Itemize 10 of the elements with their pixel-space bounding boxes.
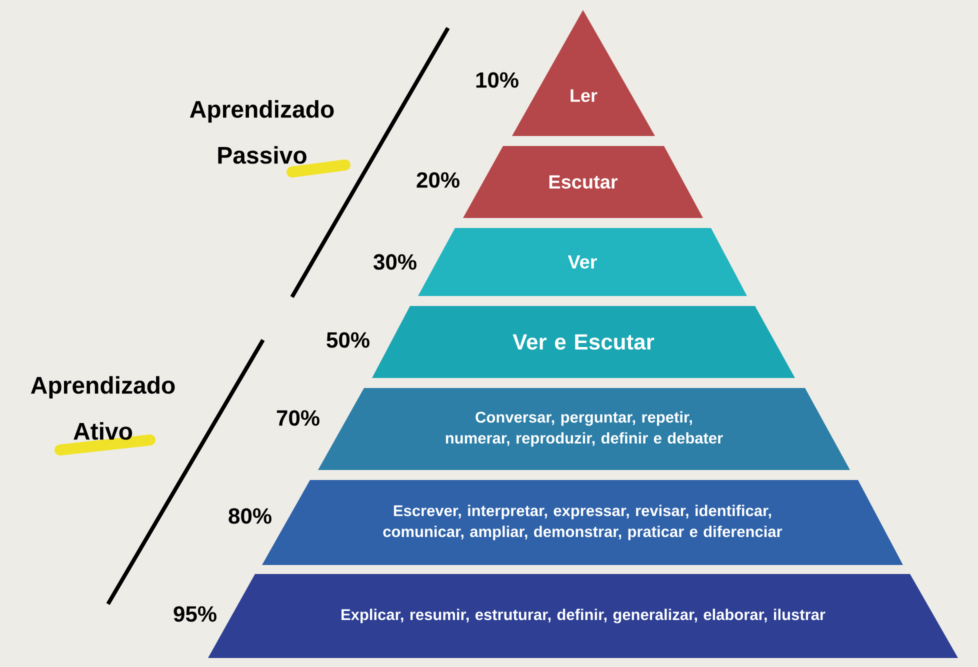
percent-label: 20%: [416, 172, 460, 188]
pyramid-band: Ver: [418, 228, 747, 296]
pyramid-band: Escutar: [463, 146, 703, 218]
percent-label: 50%: [326, 332, 370, 348]
pyramid-band: Conversar, perguntar, repetir, numerar, reproduzir, definir e debater: [318, 388, 850, 470]
section-label: Aprendizado Passivo: [190, 100, 334, 164]
percent-label: 70%: [276, 410, 320, 426]
percent-label: 30%: [374, 254, 416, 270]
section-label: Aprendizado Ativo: [30, 376, 175, 440]
pyramid-band: Ver e Escutar: [372, 306, 795, 378]
